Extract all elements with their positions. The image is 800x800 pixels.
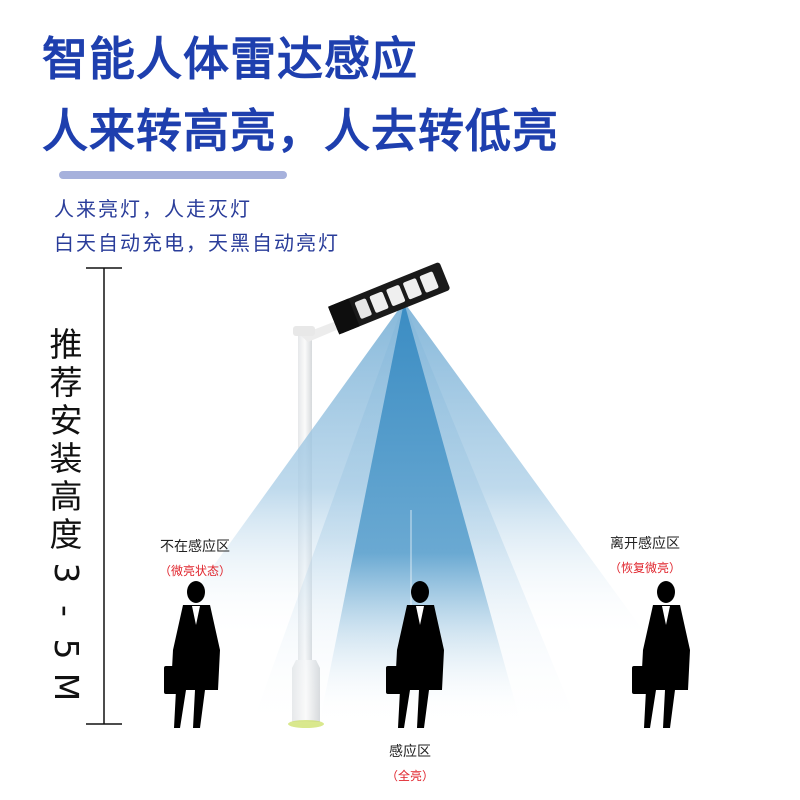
install-height-label: 推 荐 安 装 高 度 3 - 5 M [46, 326, 86, 706]
zone-label-left: 不在感应区 （微亮状态） [140, 536, 250, 579]
height-char: 3 [47, 562, 86, 584]
height-char: 推 [49, 325, 83, 364]
zone-name: 离开感应区 [610, 536, 680, 552]
headline-line-2: 人来转高亮，人去转低亮 [42, 104, 559, 158]
height-char: - [47, 605, 86, 617]
zone-state: （全亮） [385, 769, 434, 783]
zone-label-right: 离开感应区 （恢复微亮） [590, 533, 700, 576]
person-silhouette-left [164, 581, 220, 728]
divider-bar [59, 171, 287, 179]
solar-lamp-head [328, 262, 450, 335]
height-measure-line [86, 267, 122, 725]
height-char: 高 [49, 477, 83, 516]
height-char: 安 [49, 401, 83, 440]
subtitle-line-1: 人来亮灯，人走灭灯 [54, 197, 252, 221]
subtitle-line-2: 白天自动充电，天黑自动亮灯 [54, 231, 340, 255]
height-char: 荐 [49, 363, 83, 402]
radar-beam [160, 302, 650, 730]
zone-state: （微亮状态） [158, 564, 231, 578]
zone-name: 不在感应区 [160, 539, 230, 555]
height-char: 5 [47, 638, 86, 660]
height-char: M [47, 672, 86, 702]
zone-label-center: 感应区 （全亮） [355, 741, 465, 784]
person-silhouette-center [386, 581, 444, 728]
zone-state: （恢复微亮） [608, 561, 681, 575]
headline-line-1: 智能人体雷达感应 [42, 32, 418, 86]
zone-name: 感应区 [389, 744, 431, 760]
height-char: 度 [49, 515, 83, 554]
height-char: 装 [49, 439, 83, 478]
person-silhouette-right [632, 581, 690, 728]
